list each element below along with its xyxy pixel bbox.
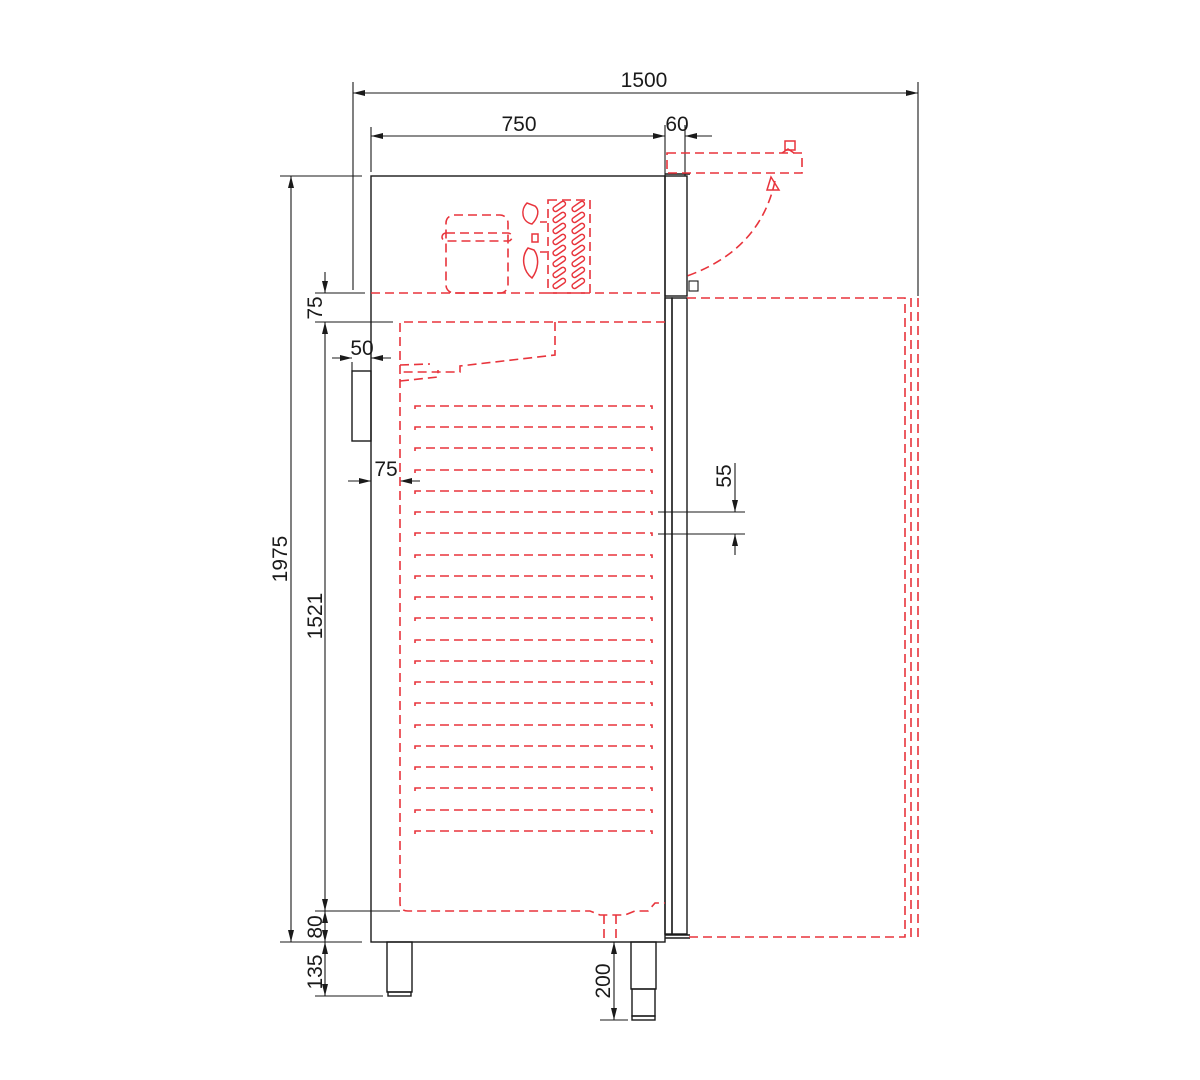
- dim-1975: 1975: [269, 175, 362, 943]
- condenser-icon: [547, 199, 591, 294]
- dim-75-side: 75: [348, 458, 420, 484]
- dim-135: 135: [304, 942, 383, 997]
- dim-label-1975: 1975: [269, 536, 292, 583]
- fan-icon: [522, 202, 547, 280]
- drain-pipe: [603, 915, 617, 942]
- cabinet-body: [370, 173, 699, 943]
- dim-75-top: 75: [304, 272, 393, 334]
- side-handle: [351, 370, 372, 442]
- dim-label-75-side: 75: [374, 458, 397, 481]
- dim-label-50: 50: [350, 337, 373, 360]
- dim-750: 750: [370, 113, 665, 172]
- dim-label-1521: 1521: [304, 593, 327, 640]
- shelves: [414, 405, 653, 834]
- dim-50: 50: [332, 337, 391, 371]
- main-door-open: [687, 297, 919, 938]
- dim-55: 55: [658, 463, 745, 555]
- top-door-open: [666, 140, 803, 277]
- dim-label-75-top: 75: [304, 296, 327, 319]
- dim-label-1500: 1500: [621, 69, 668, 92]
- leg-left: [386, 941, 413, 997]
- dim-label-750: 750: [501, 113, 536, 136]
- evaporator-tray: [399, 322, 556, 382]
- dim-label-60: 60: [665, 113, 688, 136]
- leg-right: [630, 941, 657, 1021]
- compressor-icon: [441, 214, 513, 294]
- dim-label-135: 135: [304, 954, 327, 989]
- dim-label-200: 200: [592, 963, 615, 998]
- dim-1500: 1500: [352, 69, 919, 296]
- dim-label-80: 80: [304, 915, 327, 938]
- dim-80: 80: [304, 911, 328, 942]
- dim-60: 60: [664, 113, 712, 176]
- interior-compartment: [399, 321, 665, 916]
- dim-label-55: 55: [713, 464, 736, 487]
- dim-200: 200: [592, 942, 628, 1021]
- dim-1521: 1521: [304, 322, 400, 912]
